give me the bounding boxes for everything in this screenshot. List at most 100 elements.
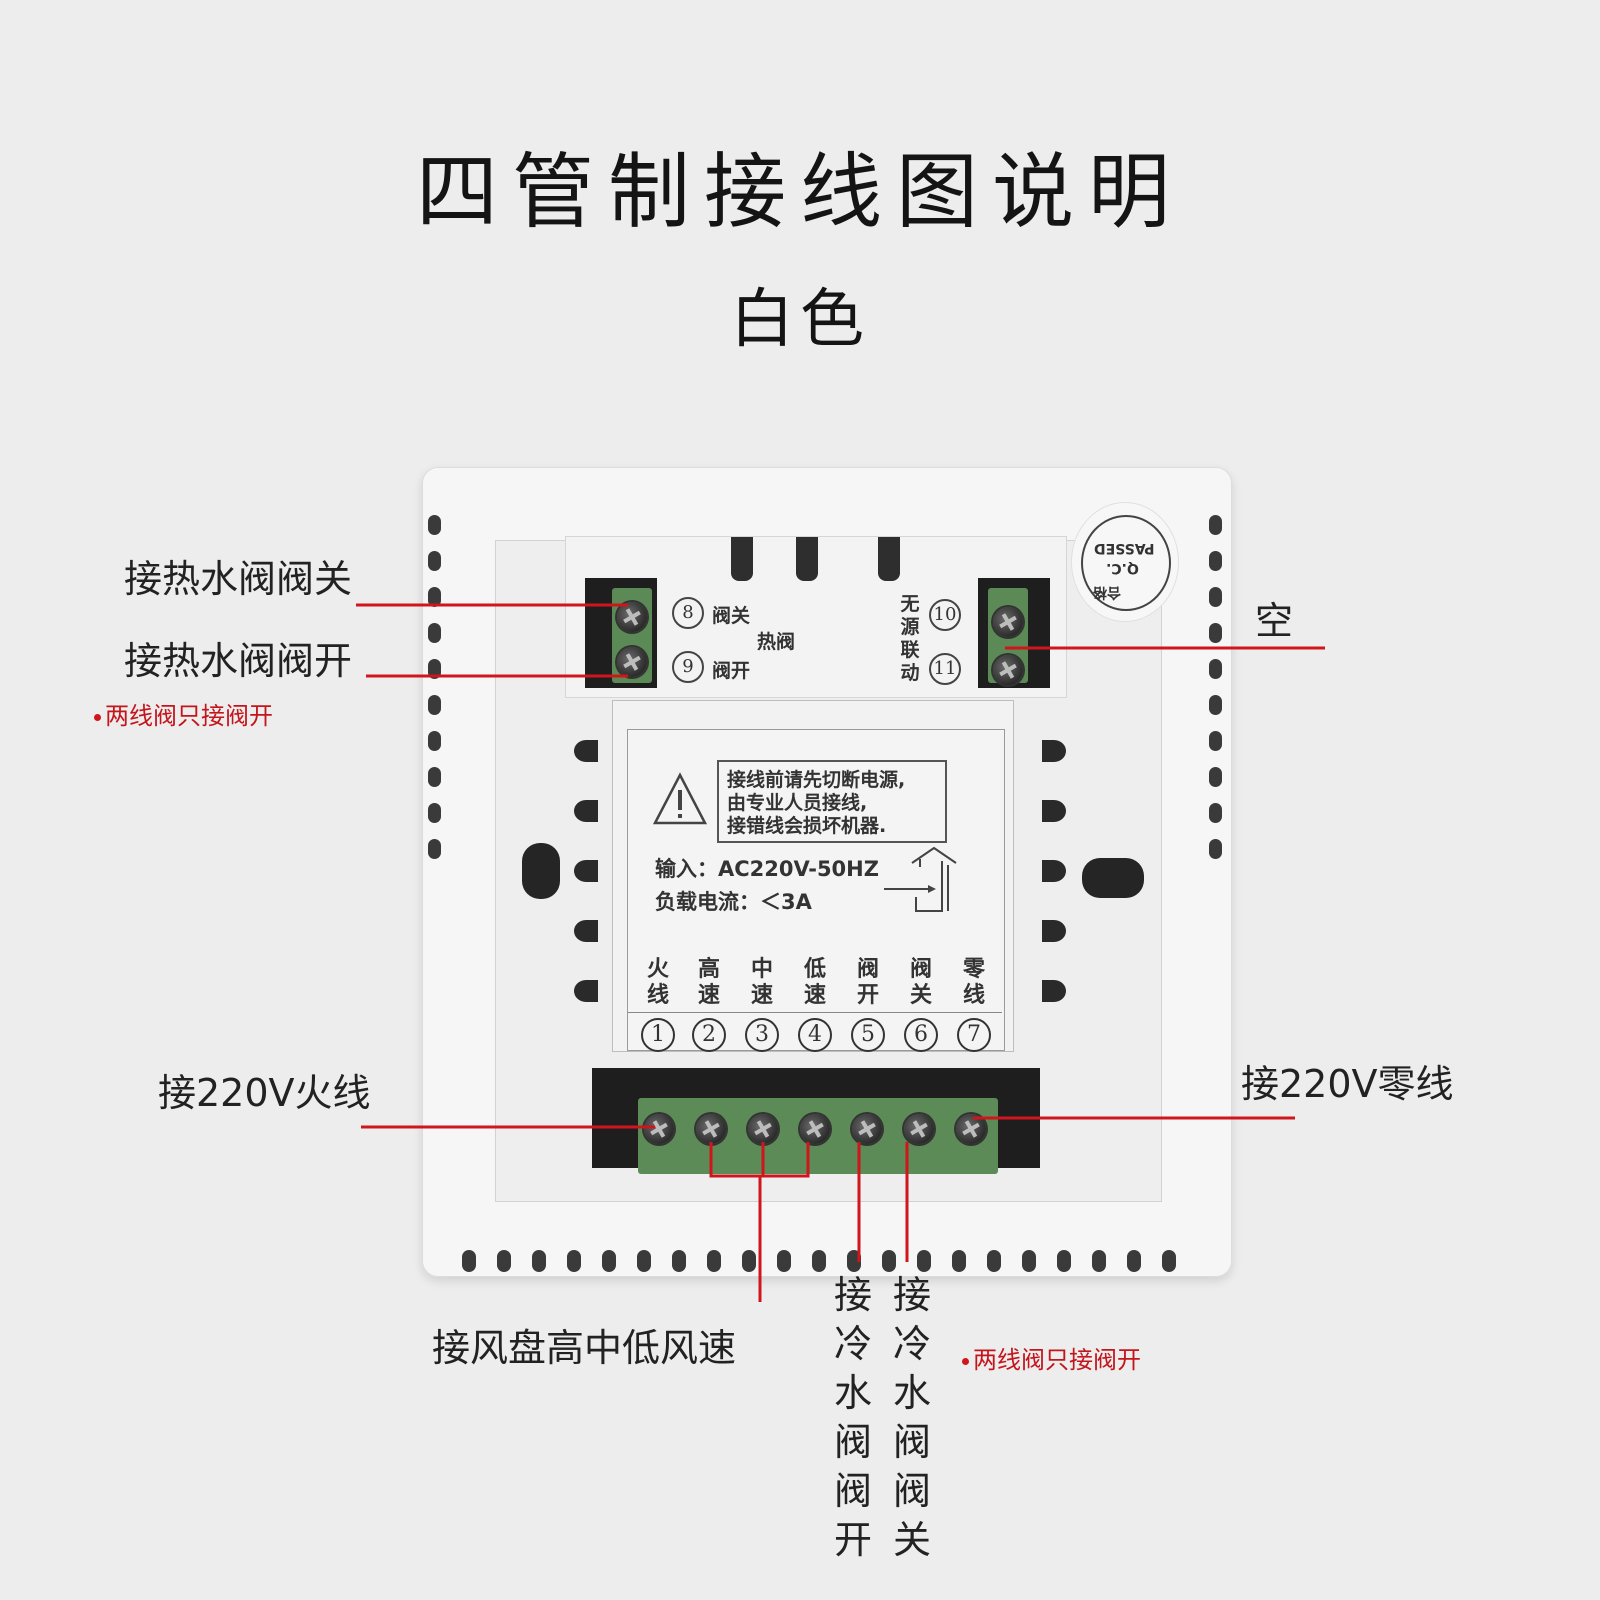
valve-open-label: 阀开	[712, 660, 751, 682]
terminal-3-num: 3	[745, 1018, 779, 1052]
vent	[637, 1250, 651, 1272]
vent	[987, 1250, 1001, 1272]
label-empty: 空	[1255, 599, 1294, 643]
vent	[428, 767, 441, 787]
vent	[1162, 1250, 1176, 1272]
vent	[1127, 1250, 1141, 1272]
current-spec: 负载电流：＜3A	[655, 890, 812, 914]
vent	[742, 1250, 756, 1272]
screw-3[interactable]	[748, 1114, 778, 1144]
warning-line-3: 接错线会损坏机器.	[727, 815, 887, 837]
hot-valve-label: 热阀	[757, 631, 796, 653]
terminal-1-name: 火线	[646, 957, 669, 1008]
vent	[567, 1250, 581, 1272]
vent	[1209, 767, 1222, 787]
screw-2[interactable]	[696, 1114, 726, 1144]
vent	[952, 1250, 966, 1272]
terminal-6-num: 6	[904, 1018, 938, 1052]
label-cold-valve-close: 接冷水阀阀关	[892, 1273, 931, 1562]
slot	[731, 537, 753, 581]
notch	[574, 800, 598, 822]
vent	[602, 1250, 616, 1272]
vent	[1057, 1250, 1071, 1272]
vent	[462, 1250, 476, 1272]
sticker-divider	[628, 1012, 1002, 1013]
terminal-1-num: 1	[641, 1018, 675, 1052]
vent	[777, 1250, 791, 1272]
notch	[1042, 980, 1066, 1002]
terminal-num-11: 11	[929, 653, 961, 685]
slot	[796, 537, 818, 581]
label-fan-speed: 接风盘高中低风速	[432, 1326, 737, 1370]
vent	[707, 1250, 721, 1272]
label-hot-valve-open: 接热水阀阀开	[124, 639, 353, 683]
terminal-5-num: 5	[851, 1018, 885, 1052]
screw-7[interactable]	[956, 1114, 986, 1144]
vent	[1209, 839, 1222, 859]
notch	[1042, 740, 1066, 762]
terminal-7-num: 7	[957, 1018, 991, 1052]
vent	[532, 1250, 546, 1272]
vent	[428, 731, 441, 751]
seal-text-1: PASSED	[1094, 540, 1155, 556]
terminal-6-name: 阀关	[909, 957, 932, 1008]
vent	[428, 587, 441, 607]
screw-10[interactable]	[993, 607, 1023, 637]
terminal-7-name: 零线	[962, 957, 985, 1008]
vent	[1209, 515, 1222, 535]
mounting-hole	[522, 843, 560, 899]
vent	[1209, 659, 1222, 679]
notch	[1042, 860, 1066, 882]
diagram-subtitle: 白色	[730, 283, 870, 357]
warning-line-1: 接线前请先切断电源,	[727, 769, 906, 791]
vent	[428, 803, 441, 823]
vent	[428, 659, 441, 679]
vent	[847, 1250, 861, 1272]
note-two-wire-right: 两线阀只接阀开	[962, 1340, 1141, 1375]
slot	[878, 537, 900, 581]
warning-icon	[652, 772, 708, 825]
vent	[1209, 551, 1222, 571]
screw-1[interactable]	[644, 1114, 674, 1144]
vent	[1209, 803, 1222, 823]
terminal-num-10: 10	[929, 599, 961, 631]
vent	[1209, 587, 1222, 607]
screw-5[interactable]	[852, 1114, 882, 1144]
terminal-num-9: 9	[672, 651, 704, 683]
vent	[1209, 731, 1222, 751]
screw-11[interactable]	[993, 655, 1023, 685]
vent	[428, 695, 441, 715]
warning-box: 接线前请先切断电源, 由专业人员接线, 接错线会损坏机器.	[717, 760, 947, 843]
notch	[574, 920, 598, 942]
diagram-title: 四管制接线图说明	[415, 145, 1184, 240]
terminal-5-name: 阀开	[856, 957, 879, 1008]
vent	[672, 1250, 686, 1272]
passive-link-label: 无源联动	[900, 593, 920, 684]
warning-line-2: 由专业人员接线,	[727, 792, 868, 814]
qc-seal-ring	[1081, 515, 1171, 611]
mounting-hole	[1082, 858, 1144, 898]
notch	[574, 860, 598, 882]
terminal-4-num: 4	[798, 1018, 832, 1052]
notch	[1042, 800, 1066, 822]
screw-6[interactable]	[904, 1114, 934, 1144]
vent	[428, 623, 441, 643]
vent	[428, 839, 441, 859]
terminal-2-num: 2	[692, 1018, 726, 1052]
vent	[882, 1250, 896, 1272]
terminal-2-name: 高速	[697, 957, 720, 1008]
input-spec: 输入：AC220V-50HZ	[655, 857, 879, 881]
screw-4[interactable]	[800, 1114, 830, 1144]
vent	[1022, 1250, 1036, 1272]
terminal-num-8: 8	[672, 597, 704, 629]
screw-8[interactable]	[617, 602, 647, 632]
vent	[1209, 695, 1222, 715]
label-cold-valve-open: 接冷水阀阀开	[833, 1273, 872, 1562]
vent	[1092, 1250, 1106, 1272]
label-live-220v: 接220V火线	[158, 1071, 371, 1115]
screw-9[interactable]	[617, 647, 647, 677]
house-icon	[884, 846, 957, 912]
vent	[1209, 623, 1222, 643]
label-neutral-220v: 接220V零线	[1241, 1062, 1454, 1106]
vent	[497, 1250, 511, 1272]
